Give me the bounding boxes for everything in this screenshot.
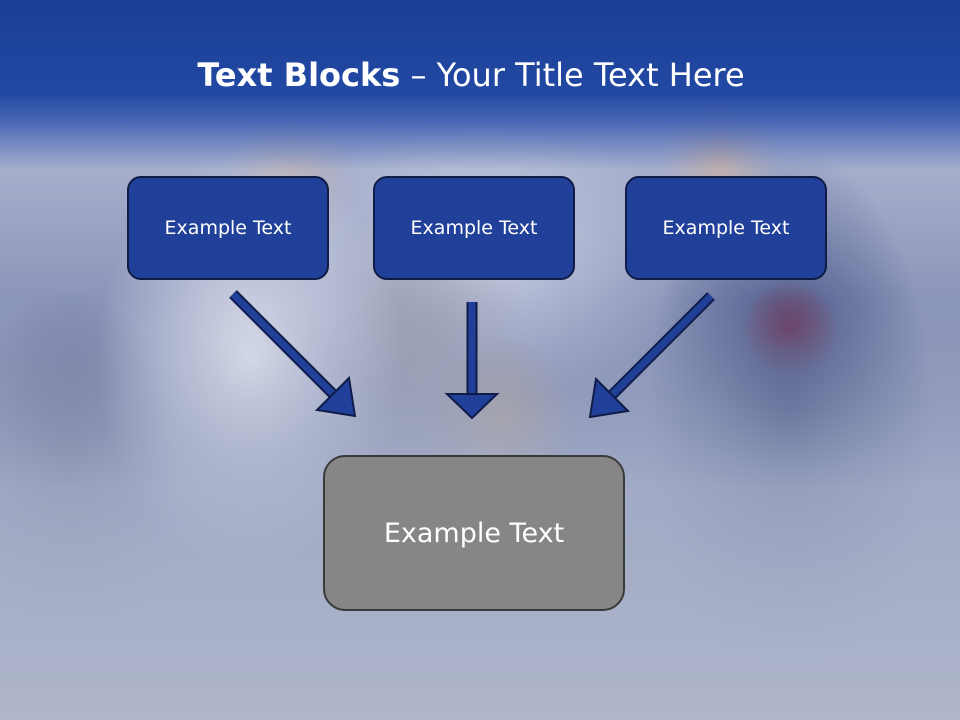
title-bold-text: Text Blocks <box>197 56 401 94</box>
arrow-left[interactable] <box>229 290 357 418</box>
text-block-1[interactable]: Example Text <box>127 176 329 280</box>
text-block-2[interactable]: Example Text <box>373 176 575 280</box>
arrow-right[interactable] <box>588 292 715 419</box>
arrow-center[interactable] <box>444 302 500 420</box>
slide-title[interactable]: Text Blocks – Your Title Text Here <box>0 54 942 96</box>
result-block-label: Example Text <box>383 517 565 549</box>
text-block-2-label: Example Text <box>410 217 538 239</box>
title-rest-text: – Your Title Text Here <box>400 56 745 94</box>
result-block[interactable]: Example Text <box>323 455 625 611</box>
title-band <box>0 0 960 170</box>
text-block-3[interactable]: Example Text <box>625 176 827 280</box>
text-block-1-label: Example Text <box>164 217 292 239</box>
text-block-3-label: Example Text <box>662 217 790 239</box>
